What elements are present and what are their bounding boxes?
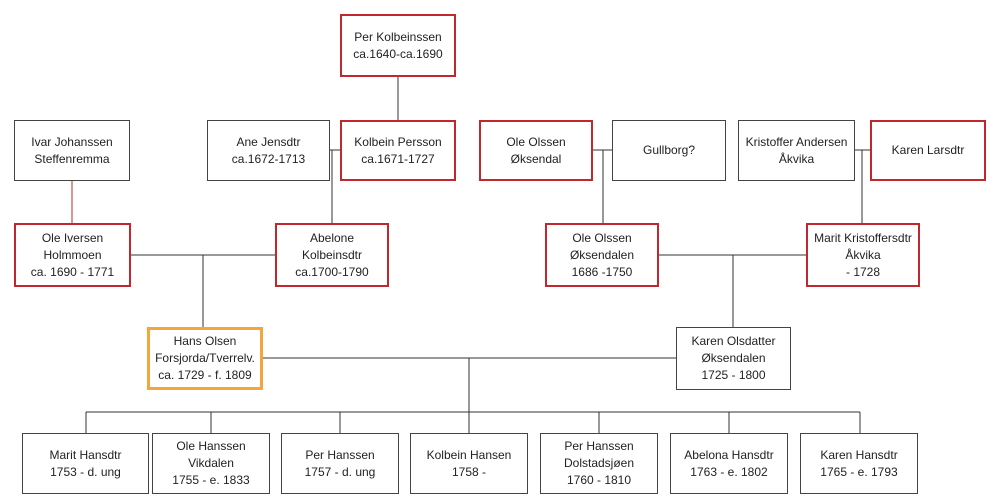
person-dates: 1765 - e. 1793 <box>820 464 898 479</box>
person-dates: 1753 - d. ung <box>50 464 121 479</box>
person-name: Ivar Johanssen <box>31 134 113 149</box>
person-dates: ca.1672-1713 <box>231 151 306 166</box>
person-name: Ole Iversen <box>41 230 104 245</box>
person-name: Per Hanssen <box>564 439 634 453</box>
person-karen-olsdatter: Karen Olsdatter Øksendalen 1725 - 1800 <box>676 327 791 390</box>
person-name: Marit Hansdtr <box>49 447 122 462</box>
person-dates: 1686 -1750 <box>571 264 633 279</box>
person-gullborg: Gullborg? <box>612 120 726 181</box>
person-place: Åkvika <box>845 247 881 262</box>
person-dates: ca. 1729 - f. 1809 <box>158 368 252 382</box>
person-dates: 1763 - e. 1802 <box>690 464 768 479</box>
person-dates: 1755 - e. 1833 <box>172 473 250 487</box>
person-name: Kolbein Hansen <box>426 447 512 462</box>
person-dates: 1757 - d. ung <box>304 464 376 479</box>
person-per-hanssen-1757: Per Hanssen 1757 - d. ung <box>281 433 399 494</box>
person-name: Hans Olsen <box>173 334 237 348</box>
person-dates: - 1728 <box>845 264 881 279</box>
person-ole-olssen-oksendal: Ole Olssen Øksendal <box>479 120 593 181</box>
person-kolbein-hansen: Kolbein Hansen 1758 - <box>410 433 528 494</box>
person-name: Kristoffer Andersen <box>745 134 848 149</box>
person-dates: ca.1640-ca.1690 <box>353 46 443 61</box>
person-name: Per Hanssen <box>305 447 375 462</box>
person-name: Gullborg? <box>642 143 696 157</box>
person-marit-hansdtr: Marit Hansdtr 1753 - d. ung <box>22 433 149 494</box>
person-name: Karen Hansdtr <box>820 447 898 462</box>
person-dates: 1758 - <box>451 464 487 479</box>
person-name: Marit Kristoffersdtr <box>814 230 912 245</box>
person-name: Abelona Hansdtr <box>684 447 774 462</box>
person-place: Dolstadsjøen <box>563 456 635 470</box>
person-name: Karen Larsdtr <box>891 143 965 157</box>
person-place: Forsjorda/Tverrelv. <box>155 351 255 365</box>
person-ane-jensdtr: Ane Jensdtr ca.1672-1713 <box>207 120 330 181</box>
person-dates: ca. 1690 - 1771 <box>30 264 115 279</box>
person-karen-hansdtr: Karen Hansdtr 1765 - e. 1793 <box>800 433 918 494</box>
person-ivar-johanssen: Ivar Johanssen Steffenremma <box>14 120 130 181</box>
person-abelona-hansdtr: Abelona Hansdtr 1763 - e. 1802 <box>670 433 788 494</box>
person-surname: Kolbeinsdtr <box>301 247 363 262</box>
person-kristoffer-andersen: Kristoffer Andersen Åkvika <box>738 120 855 181</box>
person-place: Øksendalen <box>701 351 766 365</box>
person-place: Åkvika <box>778 151 815 166</box>
person-dates: ca.1671-1727 <box>361 151 435 166</box>
person-ole-iversen: Ole Iversen Holmmoen ca. 1690 - 1771 <box>14 223 131 287</box>
person-kolbein-persson: Kolbein Persson ca.1671-1727 <box>340 120 456 181</box>
person-name: Ane Jensdtr <box>236 134 301 149</box>
person-place: Vikdalen <box>188 456 234 470</box>
person-dates: 1760 - 1810 <box>566 473 632 487</box>
person-name: Abelone <box>309 230 355 245</box>
person-name: Per Kolbeinssen <box>354 29 442 44</box>
person-name: Ole Olssen <box>506 134 566 149</box>
person-name: Kolbein Persson <box>354 134 442 149</box>
person-place: Øksendalen <box>569 247 635 262</box>
person-marit-kristoffersdtr: Marit Kristoffersdtr Åkvika - 1728 <box>806 223 920 287</box>
person-hans-olsen: Hans Olsen Forsjorda/Tverrelv. ca. 1729 … <box>147 327 263 390</box>
person-ole-hanssen: Ole Hanssen Vikdalen 1755 - e. 1833 <box>152 433 270 494</box>
person-ole-olssen-oksendalen: Ole Olssen Øksendalen 1686 -1750 <box>545 223 659 287</box>
person-dates: ca.1700-1790 <box>295 264 369 279</box>
person-dates: 1725 - 1800 <box>701 368 766 382</box>
person-place: Holmmoen <box>43 247 102 262</box>
person-place: Øksendal <box>510 151 562 166</box>
person-per-kolbeinssen: Per Kolbeinssen ca.1640-ca.1690 <box>340 14 456 77</box>
person-name: Ole Olssen <box>572 230 632 245</box>
person-place: Steffenremma <box>34 151 110 166</box>
person-per-hanssen-1760: Per Hanssen Dolstadsjøen 1760 - 1810 <box>540 433 658 494</box>
person-name: Ole Hanssen <box>176 439 246 453</box>
person-name: Karen Olsdatter <box>691 334 776 348</box>
person-abelone-kolbeinsdtr: Abelone Kolbeinsdtr ca.1700-1790 <box>275 223 389 287</box>
person-karen-larsdtr: Karen Larsdtr <box>870 120 986 181</box>
